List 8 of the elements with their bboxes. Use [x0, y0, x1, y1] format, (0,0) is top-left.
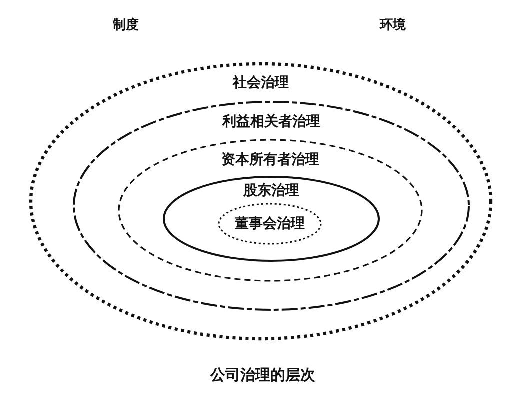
level-label: 社会治理 — [233, 75, 289, 91]
corner-label: 制度 — [113, 16, 139, 34]
caption: 公司治理的层次 — [210, 366, 316, 384]
level-label: 董事会治理 — [235, 216, 305, 232]
level-label: 股东治理 — [244, 183, 300, 199]
corner-label: 环境 — [380, 16, 406, 34]
level-label: 资本所有者治理 — [222, 152, 320, 168]
level-label: 利益相关者治理 — [222, 114, 320, 130]
